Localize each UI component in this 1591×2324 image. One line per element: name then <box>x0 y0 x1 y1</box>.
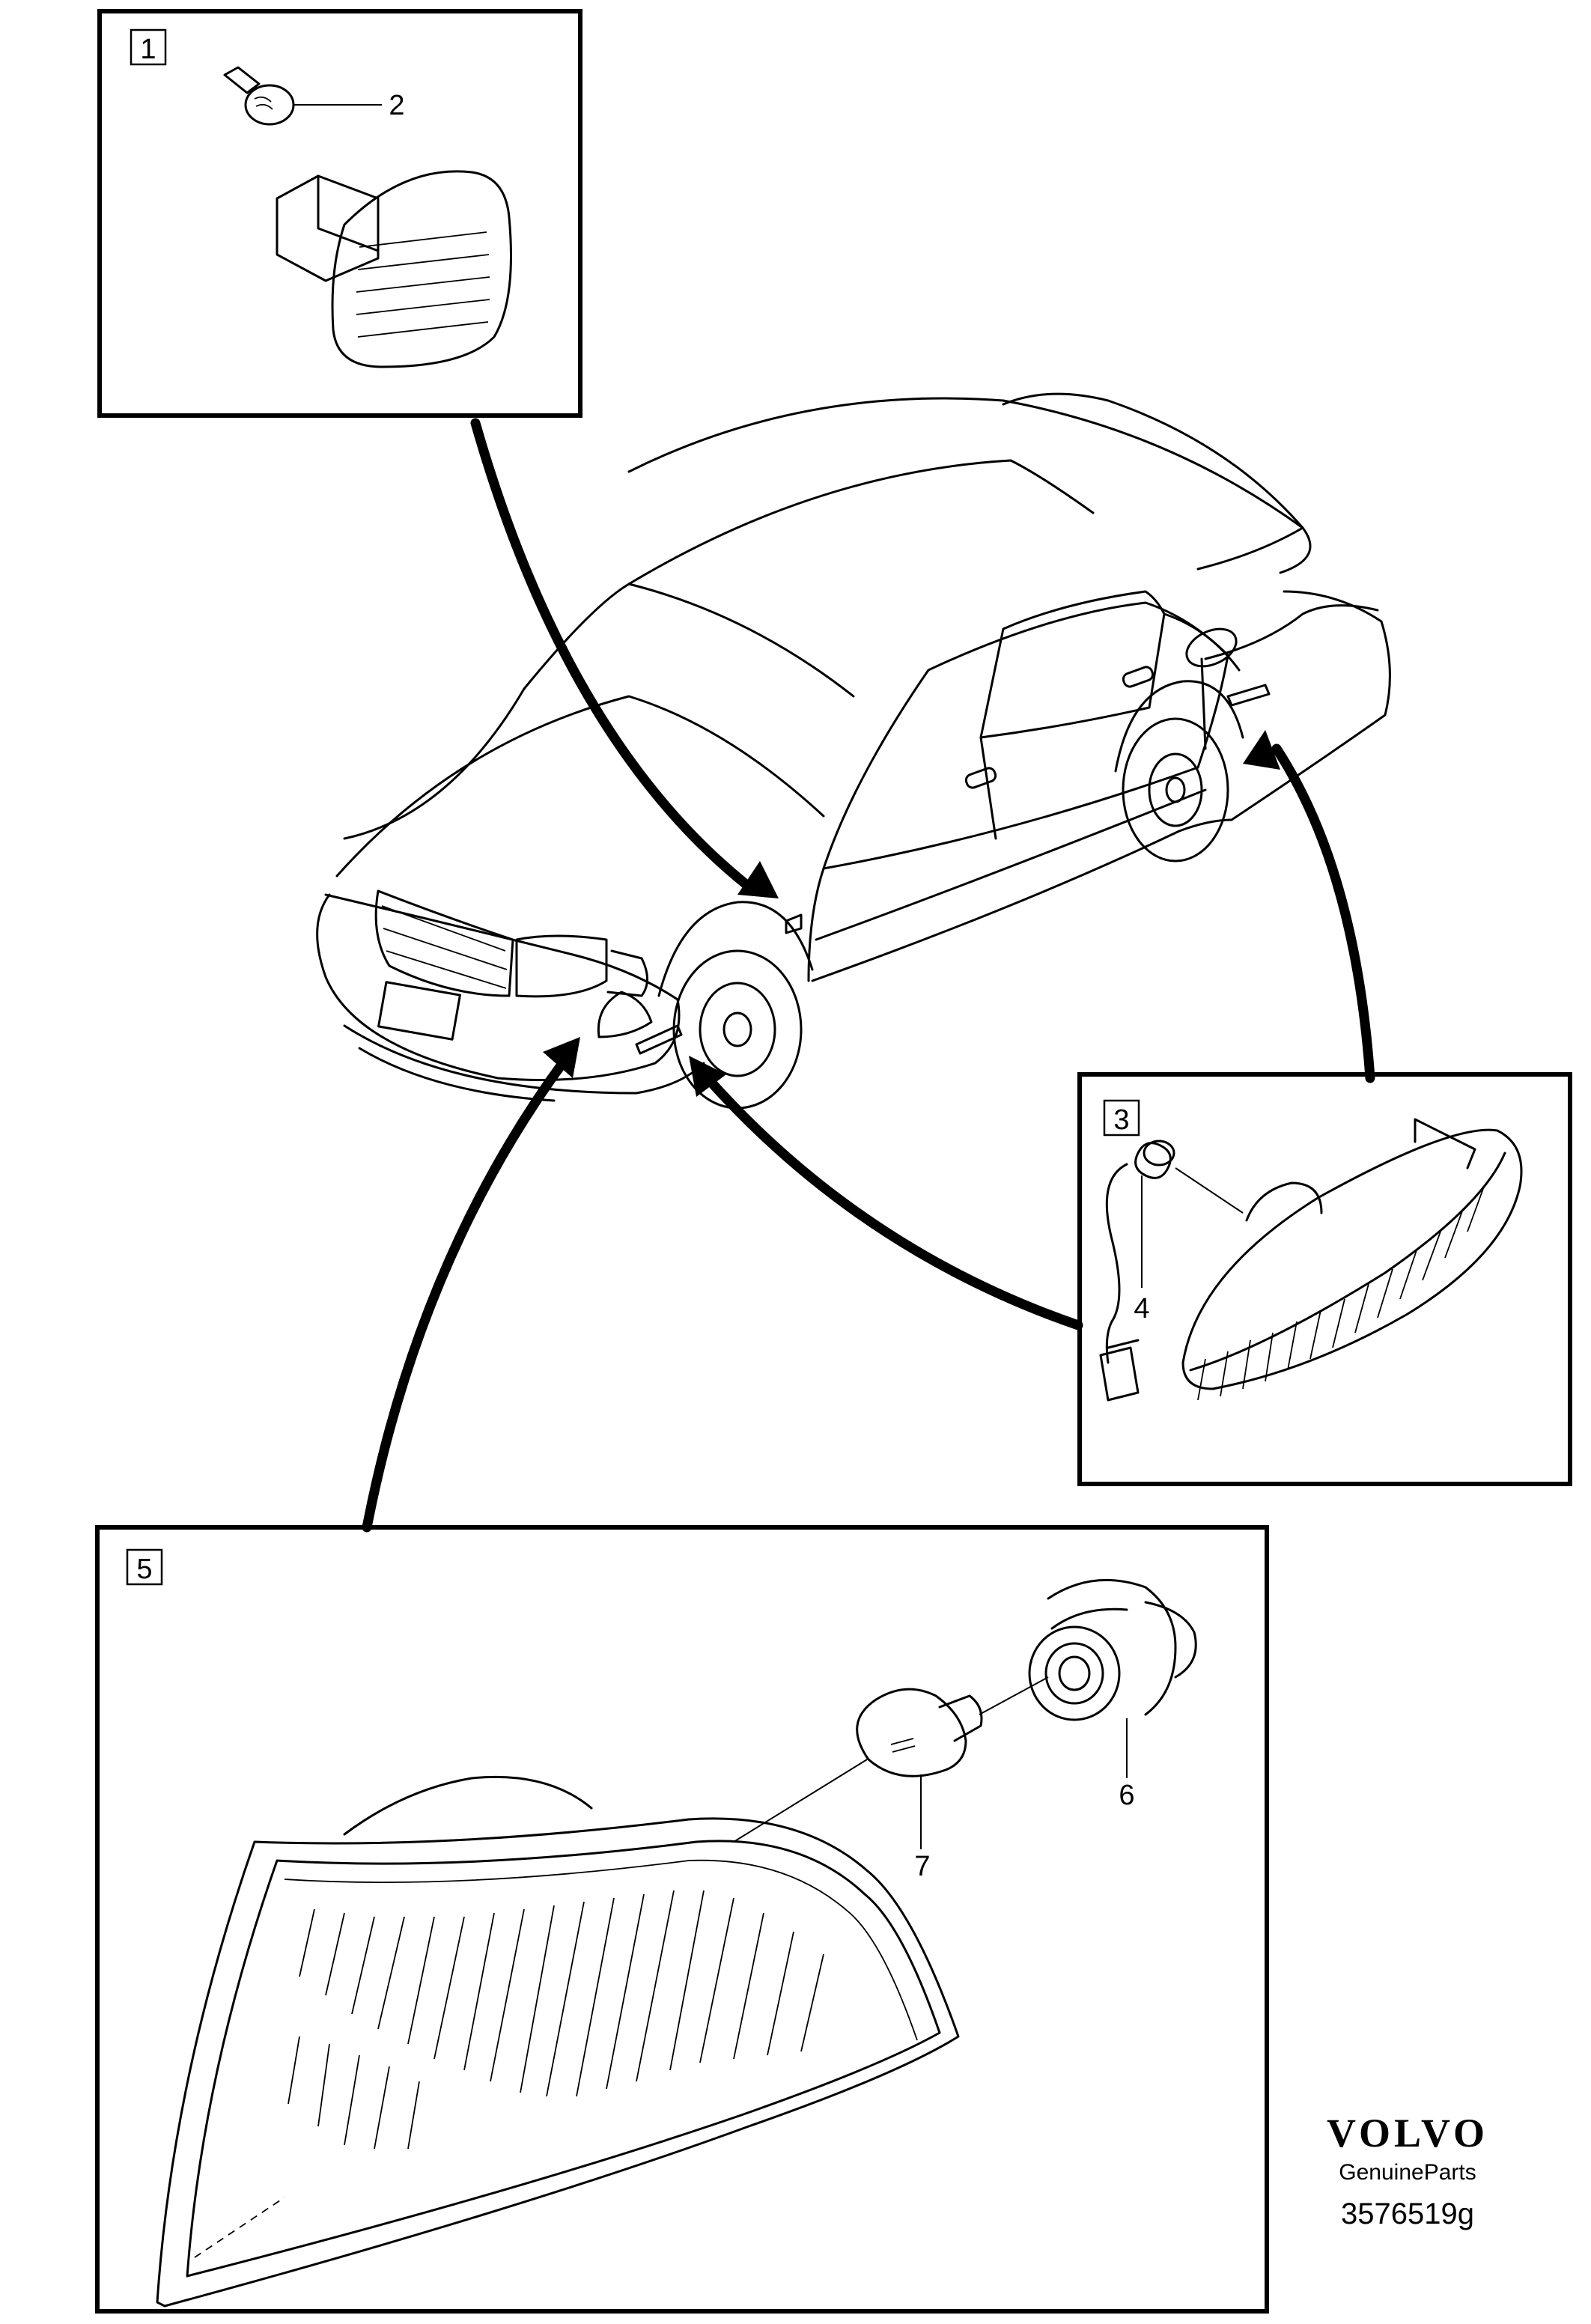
front-indicator-lamp <box>156 1775 960 2308</box>
pointer-arrows <box>362 418 1375 1533</box>
callout-2: 2 <box>389 90 404 121</box>
side-repeater-lamp <box>276 170 512 368</box>
bulb-holder-6 <box>1028 1578 1197 1721</box>
callout-4: 4 <box>1134 1293 1149 1324</box>
callout-3: 3 <box>1113 1104 1129 1136</box>
leader-line-lamp <box>733 1759 868 1843</box>
car-sedan <box>316 392 1391 1110</box>
side-marker-lamp <box>1181 1118 1523 1401</box>
drawing-number: 3576519g <box>1341 2197 1474 2230</box>
bulb-with-harness-4 <box>1099 1140 1175 1402</box>
inset-box-3: 3 4 <box>1077 1072 1572 1486</box>
volvo-logo: VOLVO <box>1327 2111 1488 2156</box>
callout-1: 1 <box>140 34 156 65</box>
inset-box-1: 1 2 <box>97 9 582 418</box>
brand-subtitle: GenuineParts <box>1339 2160 1476 2185</box>
callout-7: 7 <box>914 1851 930 1882</box>
leader-line-bulb-to-socket <box>979 1676 1049 1715</box>
bayonet-bulb-7 <box>856 1688 983 1777</box>
wedge-bulb-2 <box>223 66 295 126</box>
callout-6: 6 <box>1119 1780 1134 1811</box>
inset-box-5: 5 6 7 <box>95 1525 1269 2314</box>
callout-5: 5 <box>136 1554 152 1585</box>
